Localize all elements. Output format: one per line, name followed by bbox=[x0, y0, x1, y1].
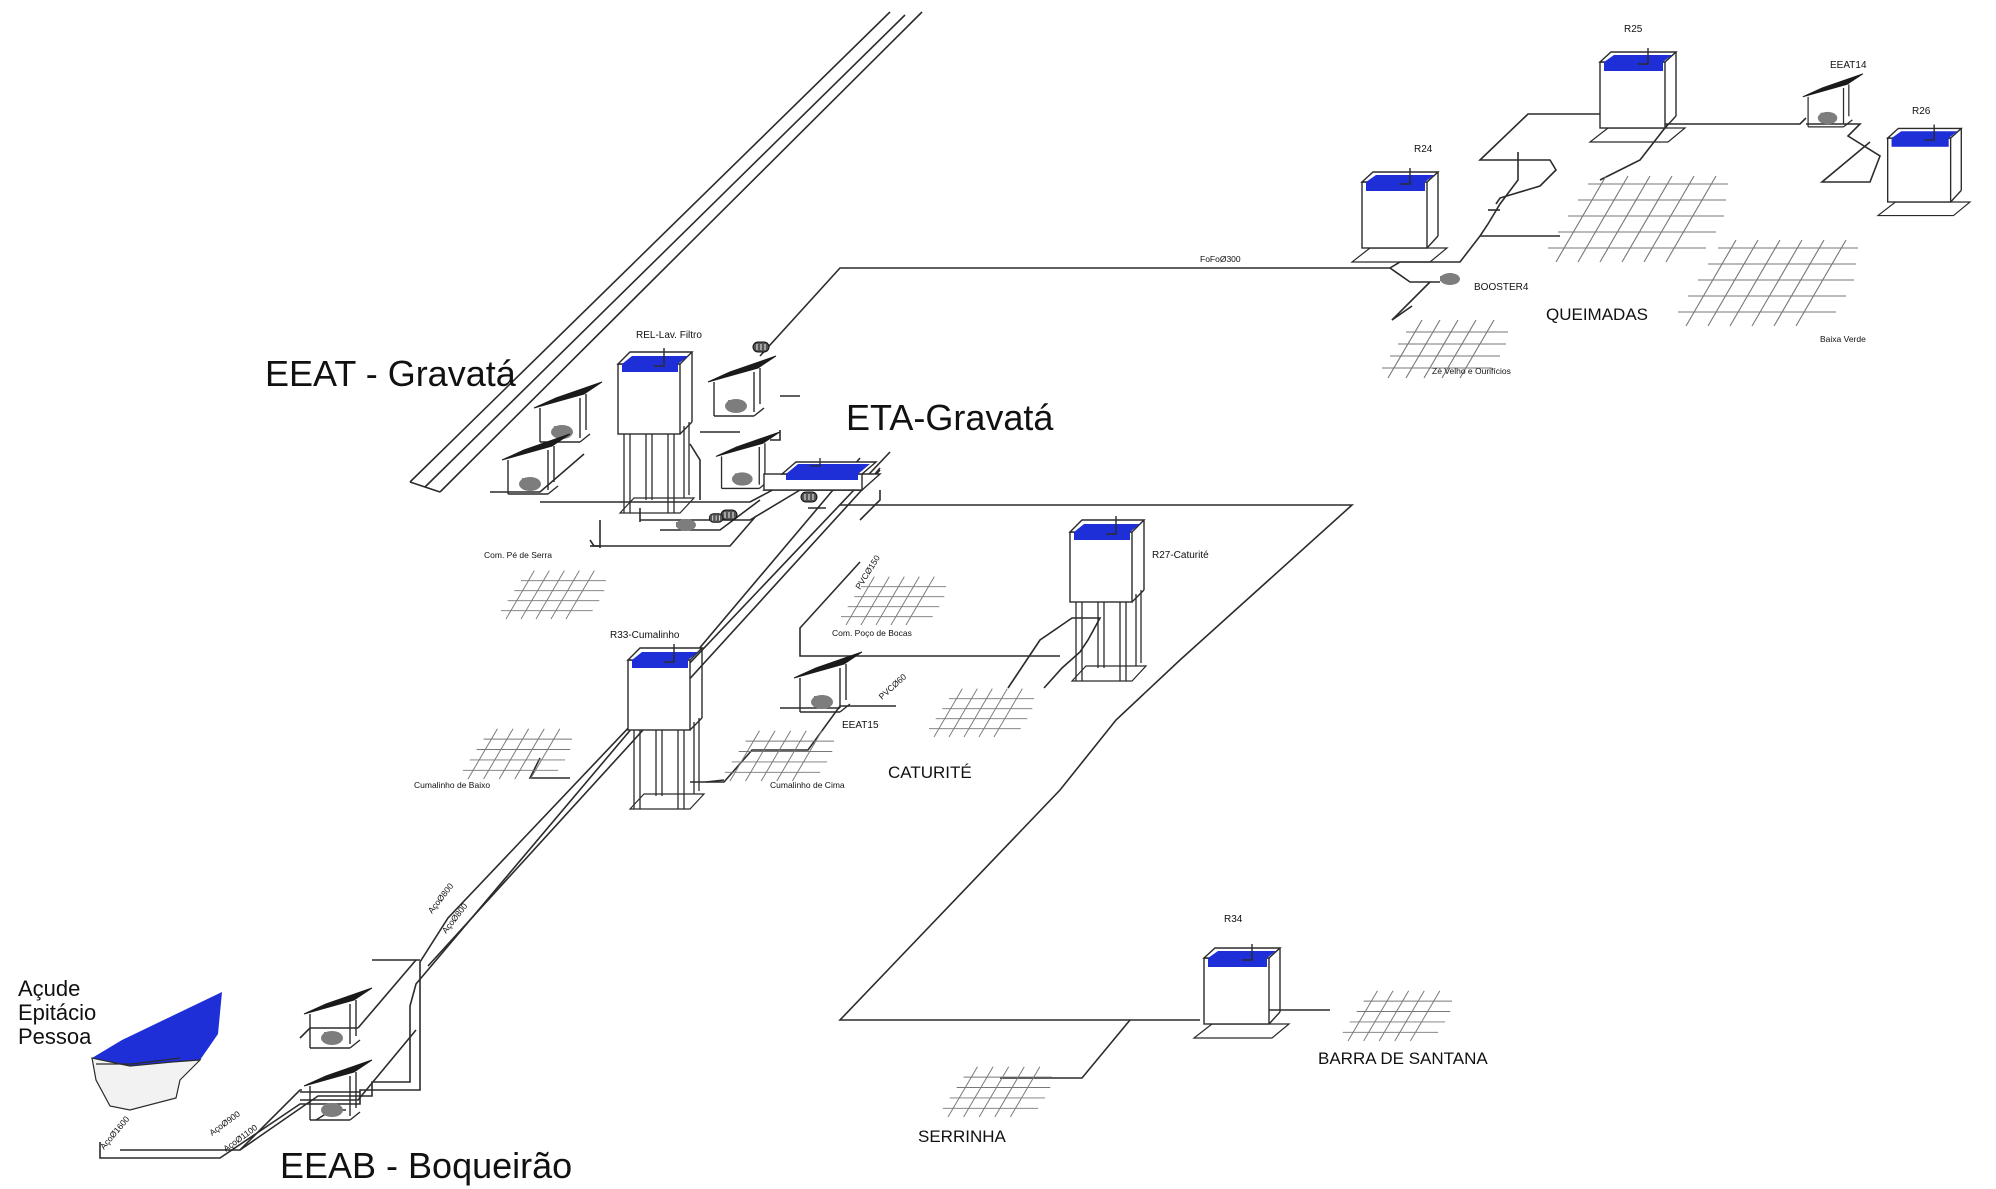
reservoir-r24 bbox=[1351, 167, 1448, 263]
label-pipe-pvc60: PVCØ60 bbox=[877, 671, 909, 701]
label-r34: R34 bbox=[1224, 914, 1243, 925]
reservoir-r25 bbox=[1589, 47, 1686, 143]
pump-station-eeat15 bbox=[793, 651, 863, 713]
dam-reservoir-acude bbox=[91, 992, 222, 1111]
label-eeab-boqueirao: EEAB - Boqueirão bbox=[280, 1145, 572, 1186]
grid-serrinha bbox=[942, 1066, 1053, 1118]
generator-icon bbox=[752, 341, 770, 353]
grid-queimadas bbox=[1547, 175, 1729, 263]
label-pipe-aco800-b: AçoØ800 bbox=[440, 901, 470, 935]
pump-station-eeat-2 bbox=[501, 433, 571, 495]
grid-baixa-verde bbox=[1677, 239, 1859, 327]
label-acude-2: Epitácio bbox=[18, 1000, 96, 1025]
label-booster4: BOOSTER4 bbox=[1474, 282, 1529, 293]
label-pipe-aco1600: AçoØ1600 bbox=[98, 1114, 132, 1151]
label-cumalinho-cima: Cumalinho de Cima bbox=[770, 780, 845, 790]
reservoir-r34 bbox=[1193, 943, 1290, 1039]
label-queimadas: QUEIMADAS bbox=[1546, 305, 1648, 324]
label-eeat15: EEAT15 bbox=[842, 720, 879, 731]
reservoir-r26 bbox=[1877, 123, 1971, 217]
labels: EEAT - Gravatá ETA-Gravatá EEAB - Boquei… bbox=[18, 24, 1931, 1186]
pump-station-eeat-1 bbox=[533, 381, 603, 443]
label-r26: R26 bbox=[1912, 106, 1931, 117]
label-r24: R24 bbox=[1414, 144, 1433, 155]
label-ze-velho: Zé Velho e Ourifícios bbox=[1432, 366, 1511, 376]
pump-station-eeab-1 bbox=[303, 987, 373, 1049]
label-acude-1: Açude bbox=[18, 976, 80, 1001]
label-pipe-fofo300: FoFoØ300 bbox=[1200, 254, 1241, 264]
label-cumalinho-baixo: Cumalinho de Baixo bbox=[414, 780, 490, 790]
pump-station-eeat14 bbox=[1802, 73, 1864, 128]
label-pipe-pvc150: PVCØ150 bbox=[853, 553, 882, 591]
label-acude-3: Pessoa bbox=[18, 1024, 92, 1049]
label-com-poco-bocas: Com. Poço de Bocas bbox=[832, 628, 912, 638]
label-eta-gravata: ETA-Gravatá bbox=[846, 397, 1054, 438]
label-eeat-gravata: EEAT - Gravatá bbox=[265, 353, 517, 394]
label-serrinha: SERRINHA bbox=[918, 1127, 1007, 1146]
grid-com-pe-serra bbox=[500, 570, 607, 620]
label-r33: R33-Cumalinho bbox=[610, 630, 680, 641]
grid-cumalinho-cima bbox=[724, 730, 835, 782]
label-eeat14: EEAT14 bbox=[1830, 60, 1867, 71]
eta-treatment-basin bbox=[762, 458, 882, 491]
tower-rel-lav-filtro bbox=[617, 347, 695, 514]
label-rel-lav-filtro: REL-Lav. Filtro bbox=[636, 330, 702, 341]
label-caturite: CATURITÉ bbox=[888, 763, 972, 782]
grid-cumalinho-baixo bbox=[462, 728, 573, 780]
generator-icon bbox=[708, 513, 724, 523]
grid-barra-santana bbox=[1342, 990, 1453, 1042]
label-com-pe-serra: Com. Pé de Serra bbox=[484, 550, 552, 560]
inline-pump-icon bbox=[676, 519, 696, 531]
tower-r33-cumalinho bbox=[627, 643, 705, 810]
label-barra-santana: BARRA DE SANTANA bbox=[1318, 1049, 1488, 1068]
pump-station-eta-1 bbox=[707, 355, 777, 417]
label-baixa-verde: Baixa Verde bbox=[1820, 334, 1866, 344]
generator-icon bbox=[800, 491, 818, 503]
booster4-pump-icon bbox=[1440, 273, 1460, 285]
label-r27: R27-Caturité bbox=[1152, 550, 1209, 561]
label-r25: R25 bbox=[1624, 24, 1643, 35]
tower-r27-caturite bbox=[1069, 515, 1147, 682]
label-pipe-aco800-a: AçoØ800 bbox=[426, 881, 456, 915]
grid-r27-area bbox=[928, 688, 1035, 738]
